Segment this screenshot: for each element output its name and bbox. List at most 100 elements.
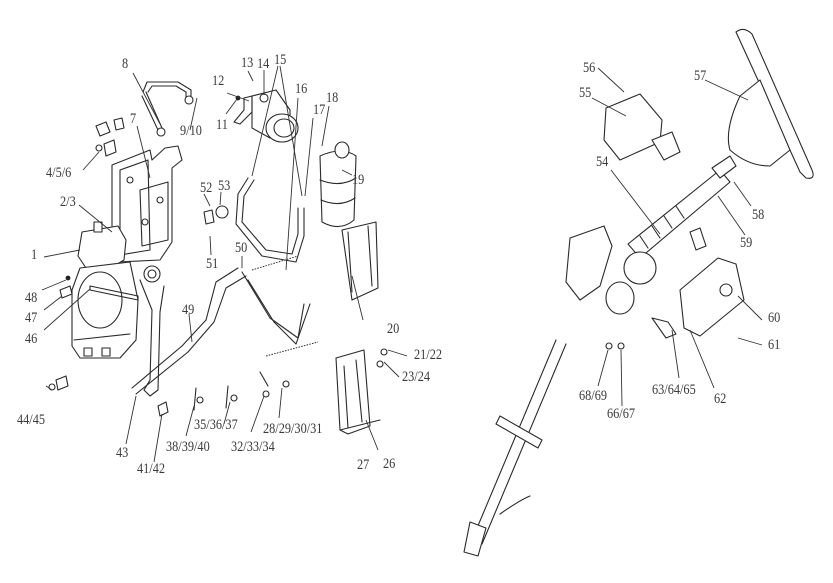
callout-32-33-34: 32/33/34	[231, 439, 275, 455]
leader-line	[250, 395, 265, 433]
column-mount	[565, 225, 707, 315]
callout-52: 52	[200, 180, 213, 196]
callout-55: 55	[579, 85, 592, 101]
leader-line	[620, 349, 623, 407]
callout-26: 26	[383, 456, 396, 472]
leader-line	[78, 204, 113, 233]
leader-line	[704, 79, 749, 101]
leader-line	[209, 235, 212, 256]
fuel-filter	[319, 141, 357, 228]
callout-17: 17	[313, 102, 326, 118]
leader-line	[82, 151, 100, 171]
callout-53: 53	[218, 178, 231, 194]
callout-1: 1	[31, 247, 38, 263]
callout-43: 43	[116, 445, 129, 461]
leader-line	[43, 295, 63, 311]
callout-27: 27	[357, 457, 370, 473]
callout-20: 20	[387, 321, 400, 337]
callout-8: 8	[122, 56, 129, 72]
callout-21-22: 21/22	[414, 347, 443, 363]
leader-line	[41, 279, 67, 291]
leader-line	[132, 72, 161, 125]
callout-41-42: 41/42	[137, 461, 166, 477]
callout-11: 11	[216, 117, 228, 133]
lower-shaft	[463, 317, 677, 557]
callout-49: 49	[182, 302, 195, 318]
callout-38-39-40: 38/39/40	[166, 439, 210, 455]
leader-line	[737, 337, 763, 346]
callout-12: 12	[212, 73, 225, 89]
callout-23-24: 23/24	[402, 369, 431, 385]
leader-line	[226, 92, 250, 102]
callout-19: 19	[352, 172, 365, 188]
leader-line	[591, 97, 627, 117]
leader-line	[597, 67, 625, 93]
callout-35-36-37: 35/36/37	[194, 417, 238, 433]
leader-line	[43, 288, 91, 331]
callout-59: 59	[740, 235, 753, 251]
leader-line	[671, 329, 680, 379]
leader-line	[285, 97, 299, 271]
linkage-clips	[157, 205, 290, 417]
leader-line	[185, 405, 195, 437]
leader-line	[689, 329, 715, 389]
leader-line	[188, 313, 193, 343]
callout-44-45: 44/45	[17, 412, 46, 428]
callout-57: 57	[694, 68, 707, 84]
leader-line	[219, 191, 222, 206]
callout-51: 51	[206, 256, 219, 272]
leader-line	[43, 249, 81, 258]
callout-60: 60	[768, 310, 781, 326]
leader-line	[125, 395, 137, 445]
leader-line	[341, 169, 353, 176]
brake-master-cylinder	[71, 221, 165, 397]
callout-50: 50	[235, 240, 248, 256]
leader-lines	[41, 65, 763, 463]
callout-13: 13	[241, 55, 254, 71]
lower-cover	[679, 257, 745, 337]
column-cover	[603, 93, 681, 161]
leader-line	[189, 97, 198, 131]
leader-line	[153, 413, 163, 463]
leader-line	[610, 169, 661, 235]
callout-9-10: 9/10	[180, 123, 202, 139]
leader-line	[387, 349, 408, 357]
mounting-brackets	[335, 221, 388, 435]
vacuum-pump	[233, 89, 299, 143]
callout-46: 46	[25, 331, 38, 347]
leader-line	[136, 125, 151, 179]
leader-line	[304, 117, 314, 197]
callout-18: 18	[326, 90, 339, 106]
leader-line	[321, 105, 330, 147]
vacuum-hose	[141, 81, 194, 137]
leader-line	[45, 385, 53, 391]
callout-28-29-30-31: 28/29/30/31	[263, 421, 323, 437]
steering-shaft	[627, 155, 737, 259]
callout-2-3: 2/3	[60, 194, 76, 210]
leader-line	[251, 65, 279, 177]
callout-47: 47	[25, 310, 38, 326]
leader-line	[365, 419, 379, 451]
callout-16: 16	[295, 81, 308, 97]
callout-68-69: 68/69	[579, 388, 608, 404]
leader-line	[279, 65, 303, 197]
leader-line	[247, 70, 254, 82]
callout-4-5-6: 4/5/6	[46, 165, 72, 181]
leader-line	[597, 349, 609, 387]
callout-7: 7	[130, 111, 137, 127]
callout-15: 15	[274, 52, 287, 68]
small-fittings	[48, 117, 125, 391]
hoses-and-springs	[131, 177, 319, 395]
callout-54: 54	[596, 154, 609, 170]
leader-line	[351, 275, 364, 321]
leader-line	[223, 401, 231, 425]
callout-63-64-65: 63/64/65	[652, 382, 696, 398]
callout-61: 61	[768, 337, 781, 353]
callout-48: 48	[25, 290, 38, 306]
leader-line	[717, 195, 746, 236]
leader-line	[737, 295, 763, 321]
callout-58: 58	[752, 207, 765, 223]
callout-62: 62	[714, 391, 727, 407]
